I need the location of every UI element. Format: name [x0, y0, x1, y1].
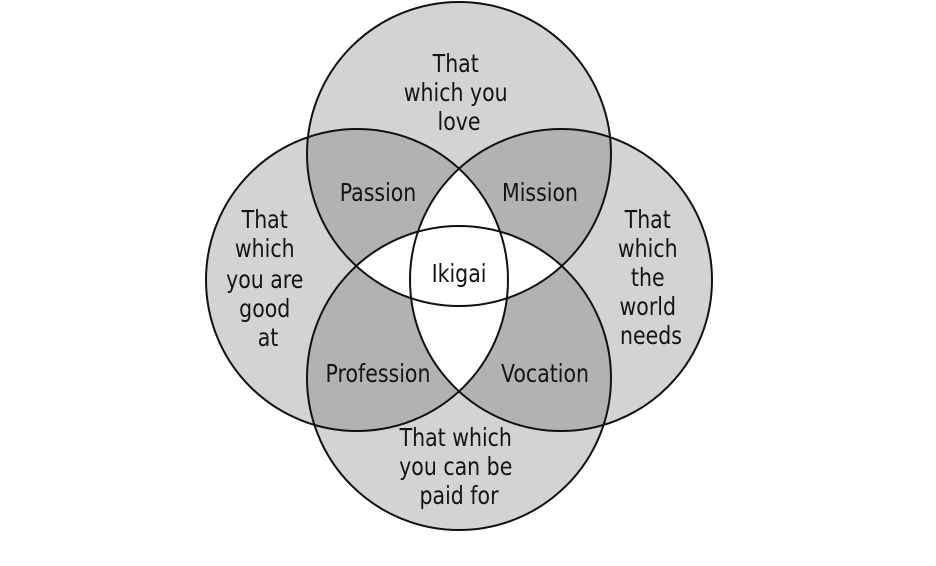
outline-good-at: [205, 128, 509, 432]
region-center-vertical: [410, 129, 508, 431]
label-world-needs: That which the world needs: [618, 206, 684, 350]
outline-paid-for: [306, 225, 612, 531]
label-good-at: That which you are good at: [226, 206, 310, 352]
label-mission: Mission: [502, 179, 578, 207]
outline-love: [306, 1, 612, 307]
label-vocation: Vocation: [501, 360, 589, 388]
label-profession: Profession: [326, 360, 431, 388]
label-ikigai: Ikigai: [432, 260, 487, 288]
label-love: That which you love: [404, 50, 514, 136]
label-passion: Passion: [340, 179, 417, 207]
label-paid-for: That which you can be paid for: [399, 424, 519, 510]
outline-world-needs: [409, 128, 713, 432]
